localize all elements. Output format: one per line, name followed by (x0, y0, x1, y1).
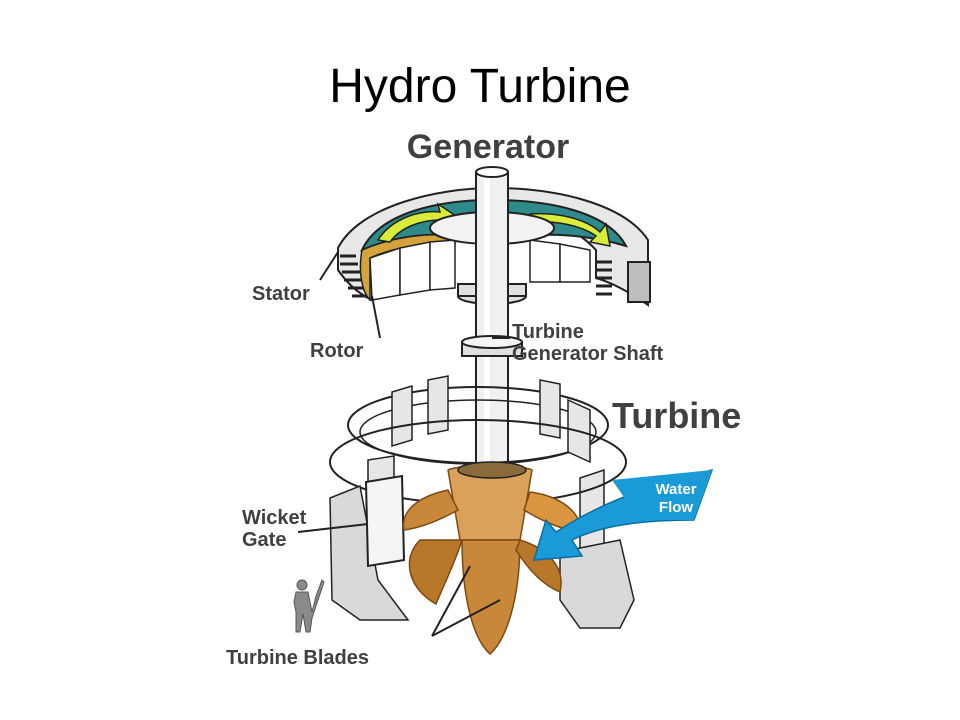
stator-windings-right (596, 260, 612, 296)
slide-title: Hydro Turbine (329, 60, 631, 113)
stator-label: Stator (252, 283, 310, 305)
blade-left-lower (408, 539, 464, 606)
stator-windings-left (340, 254, 370, 298)
turbine-generator-shaft (461, 166, 523, 493)
turbine-assembly (329, 375, 635, 655)
turbine-heading: Turbine (612, 395, 741, 436)
rotor-label: Rotor (310, 340, 364, 362)
rotor-poles (369, 239, 591, 301)
turbine-blades-label: Turbine Blades (226, 647, 369, 669)
wicket-gate-label-line2: Gate (242, 529, 286, 551)
water-flow-arrow (532, 468, 714, 561)
blade-center (461, 539, 521, 655)
human-scale-figure (293, 579, 325, 633)
shaft-label-line1: Turbine (512, 321, 584, 343)
generator-heading: Generator (407, 128, 570, 166)
shaft-label-line2: Generator Shaft (512, 343, 663, 365)
stator-terminal-box (627, 261, 651, 303)
leader-lines (297, 251, 510, 637)
wicket-gate-panel (364, 474, 406, 568)
wicket-gate-label-line1: Wicket (242, 507, 307, 529)
runner-shaft-socket (457, 461, 527, 479)
water-flow-label-line2: Flow (659, 499, 693, 516)
turbine-runner (402, 464, 581, 655)
blade-left-upper (402, 489, 459, 531)
water-flow-label-line1: Water (655, 481, 696, 498)
